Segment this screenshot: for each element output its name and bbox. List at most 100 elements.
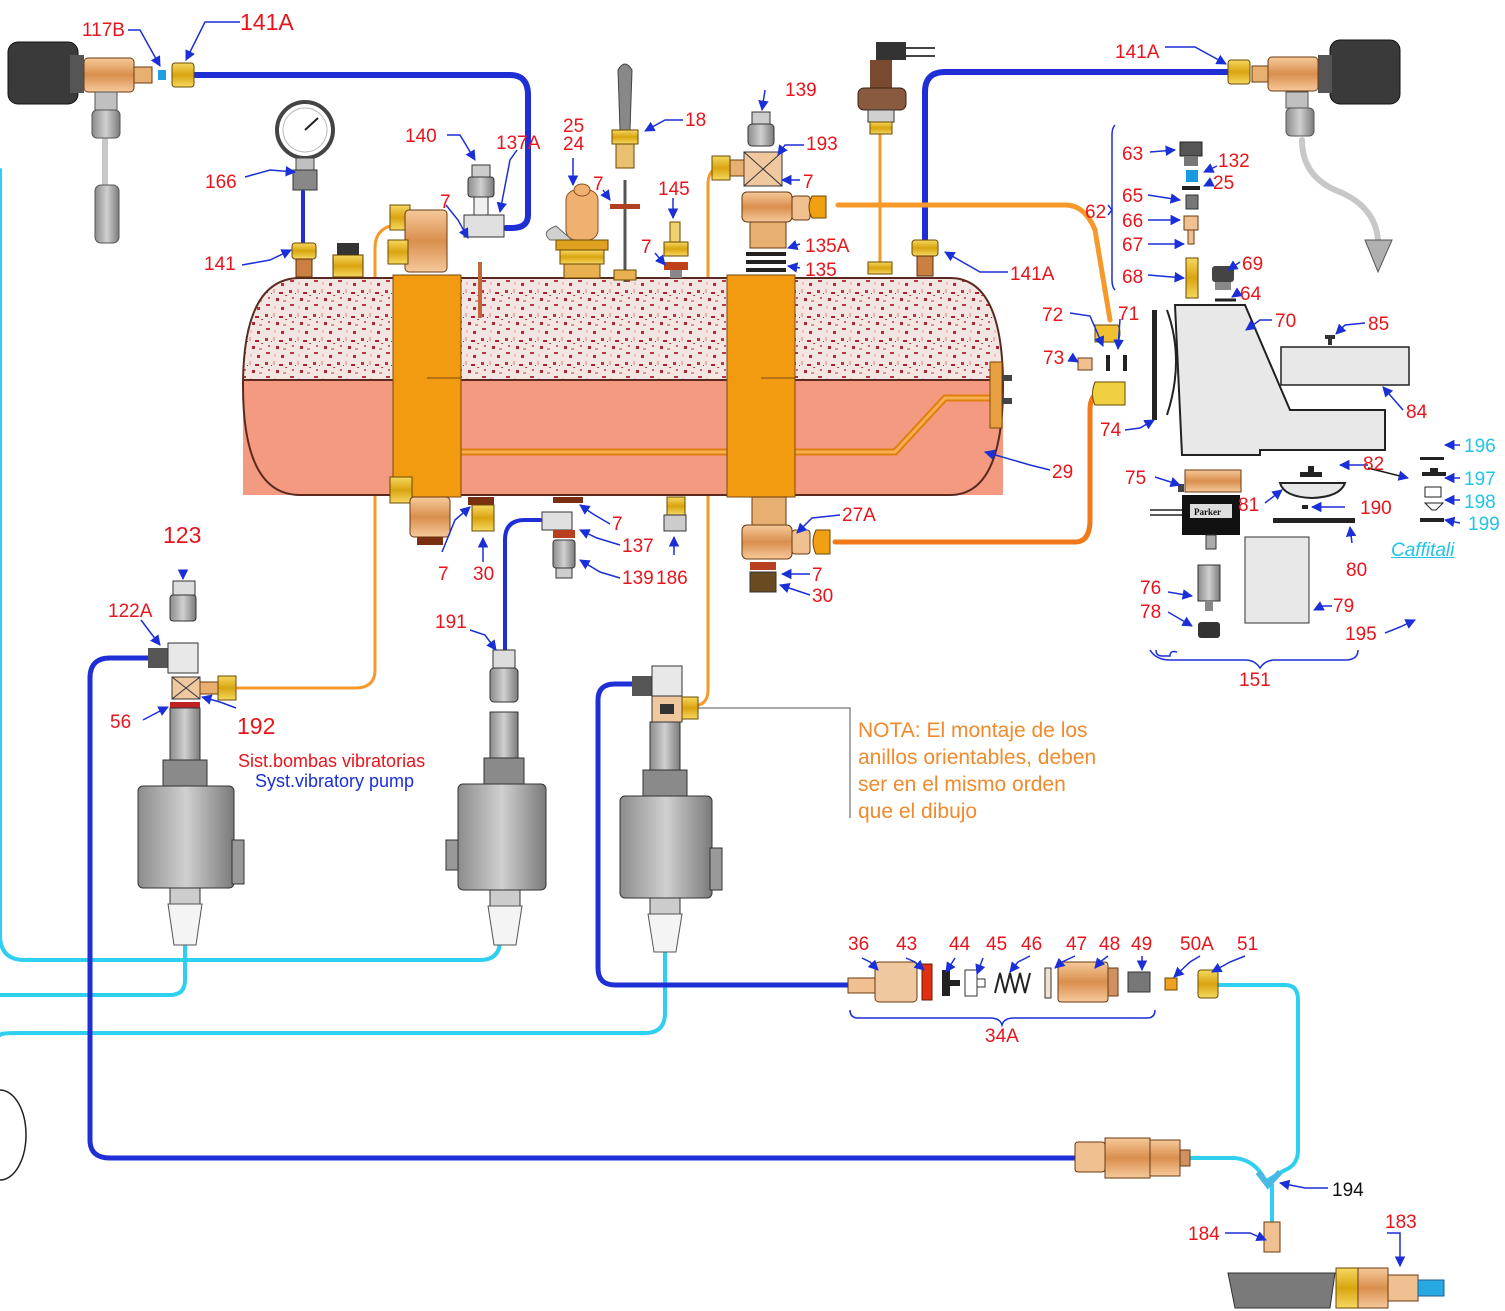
label-166: 166	[205, 172, 237, 193]
leader-arrows	[128, 21, 1461, 1268]
label-7: 7	[803, 172, 814, 193]
hoses	[0, 69, 1381, 1224]
label-7: 7	[641, 237, 652, 258]
caffitali-link[interactable]: Caffitali	[1391, 540, 1455, 561]
label-56: 56	[110, 712, 131, 733]
element-flange	[989, 361, 1003, 429]
boiler-water-body	[243, 380, 1003, 495]
group-head-left	[392, 274, 462, 498]
blue-hose-top-left	[192, 72, 531, 231]
boiler-outline	[241, 277, 1005, 496]
label-190: 190	[1360, 498, 1392, 519]
nut-141A-boiler	[911, 239, 939, 257]
cover-84	[1280, 346, 1410, 386]
label-197: 197	[1464, 469, 1496, 490]
label-135A: 135A	[805, 236, 850, 257]
nut-orange-bottom	[812, 529, 831, 555]
label-62: 62	[1085, 202, 1106, 223]
bottom-right-parts	[1074, 1137, 1445, 1309]
steam-valve-body-right	[1267, 56, 1319, 92]
spring-46	[994, 972, 1031, 994]
part-labels: 117B 141A 141A 166 141 140 137A 7 25 24 …	[82, 9, 1500, 1245]
label-151: 151	[1239, 670, 1271, 691]
partial-circle	[0, 1089, 27, 1181]
label-183: 183	[1385, 1212, 1417, 1233]
label-141A: 141A	[1010, 264, 1055, 285]
label-65: 65	[1122, 186, 1143, 207]
elbow-left-top	[404, 209, 448, 273]
label-145: 145	[658, 179, 690, 200]
y-connector-194	[1255, 1169, 1283, 1190]
label-25: 25	[1213, 173, 1234, 194]
top-fittings	[7, 39, 1401, 281]
assembly-note: NOTA: El montaje de los anillos orientab…	[858, 717, 1158, 825]
label-66: 66	[1122, 211, 1143, 232]
cyan-hose-y	[1188, 1156, 1267, 1182]
orange-hose-1	[236, 223, 397, 690]
pressostat-body	[857, 87, 907, 111]
label-80: 80	[1346, 560, 1367, 581]
label-199: 199	[1468, 514, 1500, 535]
part-44	[942, 970, 950, 996]
label-137: 137	[622, 536, 654, 557]
label-193: 193	[806, 134, 838, 155]
label-76: 76	[1140, 578, 1161, 599]
label-192: 192	[237, 713, 275, 739]
cyan-hose-left-2	[0, 943, 187, 997]
label-194: 194	[1332, 1180, 1364, 1201]
label-24: 24	[563, 134, 585, 155]
label-34A: 34A	[985, 1026, 1019, 1047]
label-68: 68	[1122, 267, 1143, 288]
elbow-right-bottom	[741, 524, 793, 560]
label-85: 85	[1368, 314, 1389, 335]
blue-hose-pump2	[503, 518, 542, 662]
label-47: 47	[1066, 934, 1087, 955]
pressurestat	[337, 243, 359, 255]
pump-1-coil	[137, 785, 235, 889]
nut-orange-top	[808, 195, 827, 219]
label-198: 198	[1464, 492, 1496, 513]
label-70: 70	[1275, 311, 1296, 332]
group-body-70	[1173, 304, 1386, 456]
label-51: 51	[1237, 934, 1258, 955]
gray-hose-right	[1299, 137, 1381, 243]
part-48	[1057, 961, 1109, 1003]
label-64: 64	[1240, 284, 1262, 305]
label-184: 184	[1188, 1224, 1220, 1245]
nut-141A-left	[171, 62, 195, 88]
label-135: 135	[805, 260, 837, 281]
label-141A: 141A	[240, 9, 294, 35]
elbow-right-top	[741, 191, 793, 223]
label-63: 63	[1122, 144, 1143, 165]
heating-element-inner	[460, 396, 998, 454]
part-79	[1244, 536, 1310, 624]
label-75: 75	[1125, 468, 1146, 489]
label-67: 67	[1122, 235, 1143, 256]
label-44: 44	[949, 934, 971, 955]
label-117B: 117B	[82, 20, 125, 41]
expansion-valve-parts	[847, 961, 1219, 1028]
safety-valve	[565, 189, 599, 241]
label-72: 72	[1042, 305, 1063, 326]
orange-hose-4	[835, 202, 1113, 323]
part-45	[964, 969, 978, 997]
nut-141A-right	[1227, 59, 1251, 85]
pump-system-title-en: Syst.vibratory pump	[255, 771, 415, 791]
label-27A: 27A	[842, 505, 876, 526]
label-81: 81	[1238, 495, 1259, 516]
label-123: 123	[163, 522, 201, 548]
part-43	[921, 963, 933, 1001]
blue-hose-pump3	[595, 681, 851, 988]
label-139: 139	[622, 568, 654, 589]
pump-2-coil	[457, 783, 547, 891]
part-36	[874, 961, 918, 1003]
cyan-hose-left-3	[0, 948, 667, 1037]
label-48: 48	[1099, 934, 1120, 955]
cyan-hose-right	[1213, 983, 1300, 1182]
part-50A	[1164, 977, 1178, 991]
label-45: 45	[986, 934, 1007, 955]
tee-137A	[463, 214, 505, 238]
label-7: 7	[438, 564, 449, 585]
note-line: anillos orientables, deben	[858, 746, 1097, 769]
nut-141	[291, 242, 317, 260]
